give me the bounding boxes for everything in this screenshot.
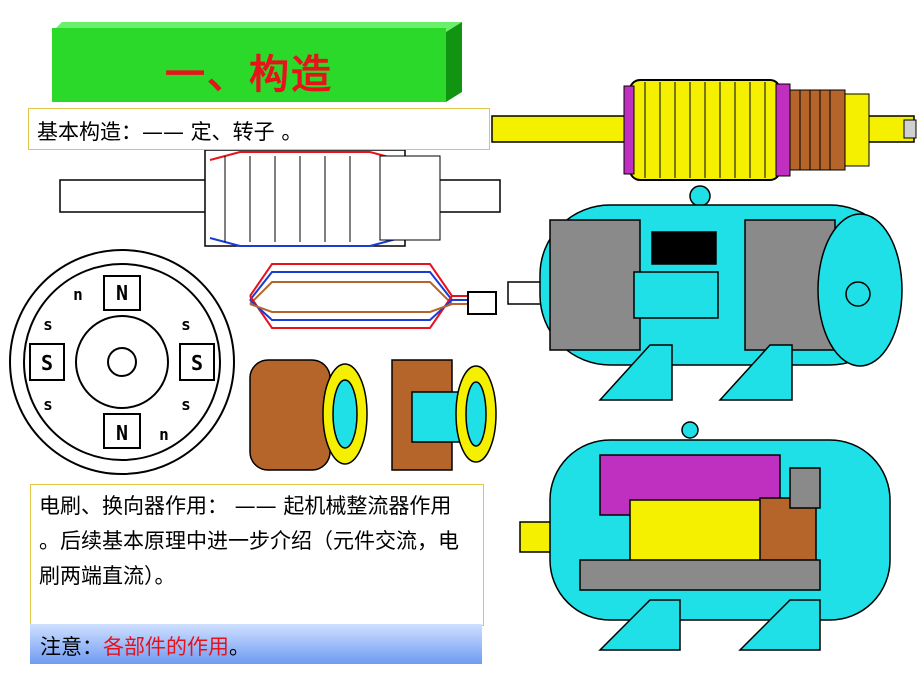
commutator-parts: [249, 359, 497, 471]
title-bar: [52, 28, 446, 102]
svg-text:n: n: [73, 285, 83, 304]
note-highlight: 各部件的作用: [103, 635, 229, 659]
basic-structure-text: 基本构造：—— 定、转子 。: [37, 120, 303, 144]
armature-line-drawing: [59, 149, 501, 247]
basic-structure-box: 基本构造：—— 定、转子 。: [28, 108, 490, 150]
note-suffix: 。: [229, 635, 250, 659]
note-bar: 注意：各部件的作用。: [30, 624, 482, 664]
note-prefix: 注意：: [40, 635, 103, 659]
motor-cutaway: [519, 421, 891, 651]
page-title: 一、构造: [165, 52, 333, 98]
note-text: 注意：各部件的作用。: [40, 631, 250, 661]
brush-commutator-box: 电刷、换向器作用： —— 起机械整流器作用 。后续基本原理中进一步介绍（元件交流…: [30, 484, 484, 626]
top-armature-illustration: [491, 79, 917, 181]
motor-exterior: [507, 185, 903, 401]
svg-text:s: s: [43, 315, 53, 334]
svg-text:s: s: [181, 395, 191, 414]
svg-text:s: s: [43, 395, 53, 414]
pole-n-top: N: [116, 281, 128, 305]
pole-s-left: S: [41, 351, 53, 375]
stator-cross-section: [9, 249, 235, 475]
pole-s-right: S: [191, 351, 203, 375]
pole-n-bottom: N: [116, 421, 128, 445]
svg-text:s: s: [181, 315, 191, 334]
svg-text:n: n: [159, 425, 169, 444]
winding-coils: [249, 263, 497, 329]
brush-commutator-text: 电刷、换向器作用： —— 起机械整流器作用 。后续基本原理中进一步介绍（元件交流…: [39, 494, 459, 588]
